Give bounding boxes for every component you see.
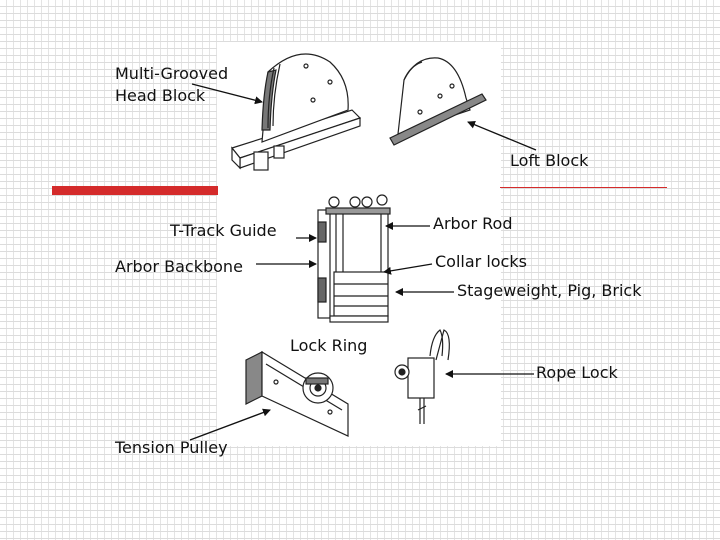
tension-pulley-label: Tension Pulley (115, 438, 228, 457)
stageweight-label: Stageweight, Pig, Brick (457, 281, 642, 300)
loft-block-label: Loft Block (510, 151, 589, 170)
head-block-label: Multi-Grooved Head Block (115, 63, 228, 107)
accent-bar (52, 186, 218, 195)
accent-line (500, 187, 667, 188)
head-block-callout-arrow (191, 83, 263, 105)
rope-lock-label: Rope Lock (536, 363, 618, 382)
arbor-backbone-label: Arbor Backbone (115, 257, 243, 276)
tension-pulley-callout-arrow (189, 408, 271, 441)
loft-block-illustration (389, 57, 487, 146)
tension-pulley-illustration (245, 350, 349, 437)
arbor-rod-label: Arbor Rod (433, 214, 513, 233)
loft-block-callout-arrow (467, 120, 537, 151)
collar-locks-callout-arrow (383, 263, 433, 275)
lock-ring-label: Lock Ring (290, 336, 368, 355)
arbor-illustration (317, 194, 391, 323)
head-block-label-line-2: Head Block (115, 86, 206, 105)
head-block-illustration (230, 53, 362, 171)
rope-lock-illustration (394, 329, 450, 424)
collar-locks-label: Collar locks (435, 252, 527, 271)
t-track-guide-label: T-Track Guide (170, 221, 277, 240)
head-block-label-line-1: Multi-Grooved (115, 64, 229, 83)
